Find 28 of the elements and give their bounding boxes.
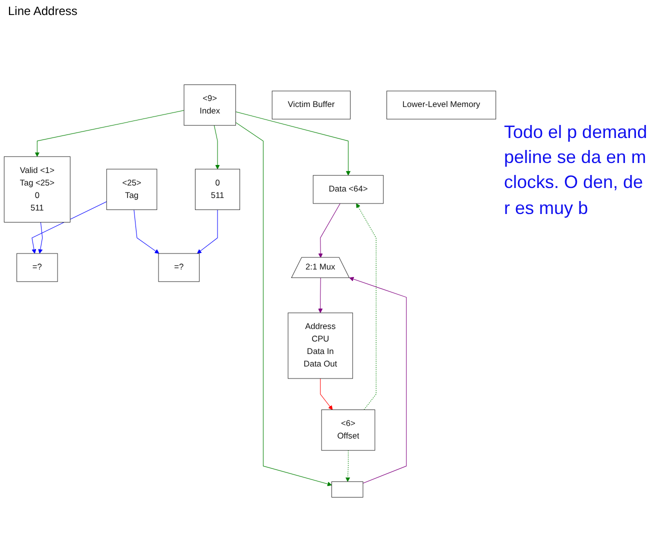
node-box: 0 511	[194, 168, 240, 210]
arrow	[134, 209, 160, 254]
node-box: Address CPU Data In Data Out	[288, 312, 353, 379]
node-box: <25> Tag	[106, 168, 158, 210]
arrow	[356, 203, 376, 410]
node-box: Data <64>	[312, 175, 384, 204]
node-box: <6> Offset	[321, 410, 376, 451]
arrow	[320, 378, 333, 410]
arrow	[34, 110, 184, 157]
node-box	[331, 481, 364, 498]
arrow	[349, 276, 407, 484]
note-text: Todo el p demand peline se da en m clocks. O den, de r es muy b	[504, 121, 648, 220]
arrow	[196, 209, 218, 254]
arrow	[235, 122, 332, 486]
arrow	[38, 222, 43, 254]
arrow	[32, 201, 107, 254]
node-box: =?	[16, 253, 58, 282]
node-box: Victim Buffer	[272, 90, 351, 120]
bracket-label: Line Address	[8, 4, 78, 18]
node-box: =?	[158, 253, 200, 282]
arrow	[346, 450, 350, 482]
arrow	[214, 125, 220, 170]
arrow	[235, 112, 351, 176]
node-box: Lower-Level Memory	[386, 90, 496, 120]
node-box: Valid <1> Tag <25> 0 511	[4, 156, 70, 222]
arrow	[318, 278, 323, 314]
node-box: <9> Index	[184, 84, 236, 126]
arrow	[318, 203, 340, 258]
